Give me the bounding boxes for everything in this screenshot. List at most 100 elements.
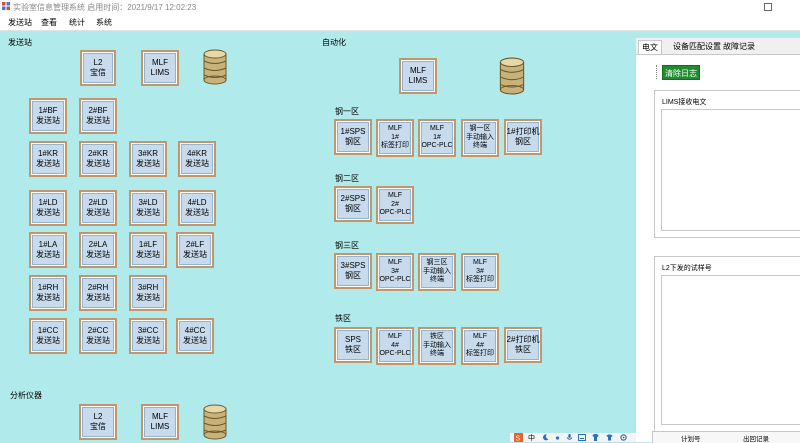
button-line: 3#KR bbox=[137, 149, 158, 158]
send-l2-button[interactable]: L2 宝信 bbox=[80, 50, 116, 86]
svg-text:S: S bbox=[516, 436, 521, 443]
clear-log-button[interactable]: 清除日志 bbox=[662, 65, 700, 80]
microphone-icon[interactable] bbox=[566, 434, 573, 441]
send-mlf-lims-button[interactable]: MLF LIMS bbox=[141, 50, 179, 86]
button-line: 3#CC bbox=[137, 326, 159, 335]
database-icon bbox=[203, 49, 227, 85]
tab-messages[interactable]: 电文 bbox=[638, 40, 662, 54]
ime-logo-icon[interactable]: S bbox=[514, 433, 523, 442]
button-line: 1# bbox=[391, 133, 399, 141]
button-line: 4#KR bbox=[186, 149, 207, 158]
settings-icon[interactable] bbox=[620, 434, 627, 441]
ime-mode-label[interactable]: 中 bbox=[528, 435, 535, 442]
button-line: 铁区 bbox=[345, 345, 361, 354]
button-line: 1#SPS bbox=[340, 127, 366, 136]
tab-device-matching[interactable]: 设备匹配设置 bbox=[673, 42, 721, 51]
shirt-icon[interactable] bbox=[606, 434, 613, 441]
button-line: 终端 bbox=[430, 350, 444, 358]
lims-message-textarea[interactable] bbox=[661, 109, 800, 231]
button-line: 发送站 bbox=[86, 250, 110, 259]
button-line: 2#LD bbox=[88, 198, 108, 207]
button-line: MLF bbox=[388, 125, 402, 133]
button-line: 发送站 bbox=[36, 293, 60, 302]
iron-manual-terminal-button[interactable]: 铁区手动输入终端 bbox=[418, 327, 456, 365]
button-line: 4# bbox=[391, 341, 399, 349]
button-line: 标签打印 bbox=[466, 276, 494, 284]
steel3-manual-terminal-button[interactable]: 钢三区手动输入终端 bbox=[418, 253, 456, 291]
button-line: 发送站 bbox=[36, 116, 60, 125]
iron-printer-button[interactable]: 2#打印机铁区 bbox=[504, 327, 542, 363]
button-line: 2#LA bbox=[88, 240, 108, 249]
column-header[interactable]: 出回记录 bbox=[743, 436, 769, 443]
steel1-manual-terminal-button[interactable]: 钢一区手动输入终端 bbox=[461, 119, 499, 157]
record-grid-header: 计划号 出回记录 bbox=[652, 431, 800, 443]
button-line: 1#RH bbox=[37, 283, 59, 292]
button-line: 终端 bbox=[430, 276, 444, 284]
button-line: 2# bbox=[391, 200, 399, 208]
l2-sample-textarea[interactable] bbox=[661, 275, 800, 425]
keyboard-icon[interactable] bbox=[578, 434, 586, 441]
button-line: 3# bbox=[391, 267, 399, 275]
steel1-printer-button[interactable]: 1#打印机钢区 bbox=[504, 119, 542, 155]
button-line: 终端 bbox=[473, 142, 487, 150]
button-line: MLF bbox=[152, 58, 168, 67]
button-line: 发送站 bbox=[36, 159, 60, 168]
moon-icon[interactable] bbox=[542, 434, 549, 441]
menu-system[interactable]: 系统 bbox=[96, 18, 112, 27]
menu-send-station[interactable]: 发送站 bbox=[8, 18, 32, 27]
button-line: 钢区 bbox=[345, 204, 361, 213]
button-line: SPS bbox=[344, 335, 361, 344]
button-line: OPC-PLC bbox=[379, 350, 411, 358]
punctuation-icon[interactable] bbox=[554, 434, 561, 441]
send-station-label: 发送站 bbox=[8, 38, 32, 47]
tab-fault-records[interactable]: 故障记录 bbox=[723, 42, 755, 51]
button-line: 铁区 bbox=[515, 345, 531, 354]
menu-view[interactable]: 查看 bbox=[41, 18, 57, 27]
button-line: OPC-PLC bbox=[379, 209, 411, 217]
analysis-label: 分析仪器 bbox=[10, 391, 42, 400]
button-line: 3#RH bbox=[137, 283, 159, 292]
button-line: 钢区 bbox=[345, 137, 361, 146]
menu-statistics[interactable]: 统计 bbox=[69, 18, 85, 27]
database-icon bbox=[499, 57, 525, 95]
skin-icon[interactable] bbox=[592, 434, 599, 441]
column-header[interactable]: 计划号 bbox=[681, 436, 701, 443]
maximize-icon[interactable] bbox=[764, 3, 772, 11]
button-line: 发送站 bbox=[36, 336, 60, 345]
